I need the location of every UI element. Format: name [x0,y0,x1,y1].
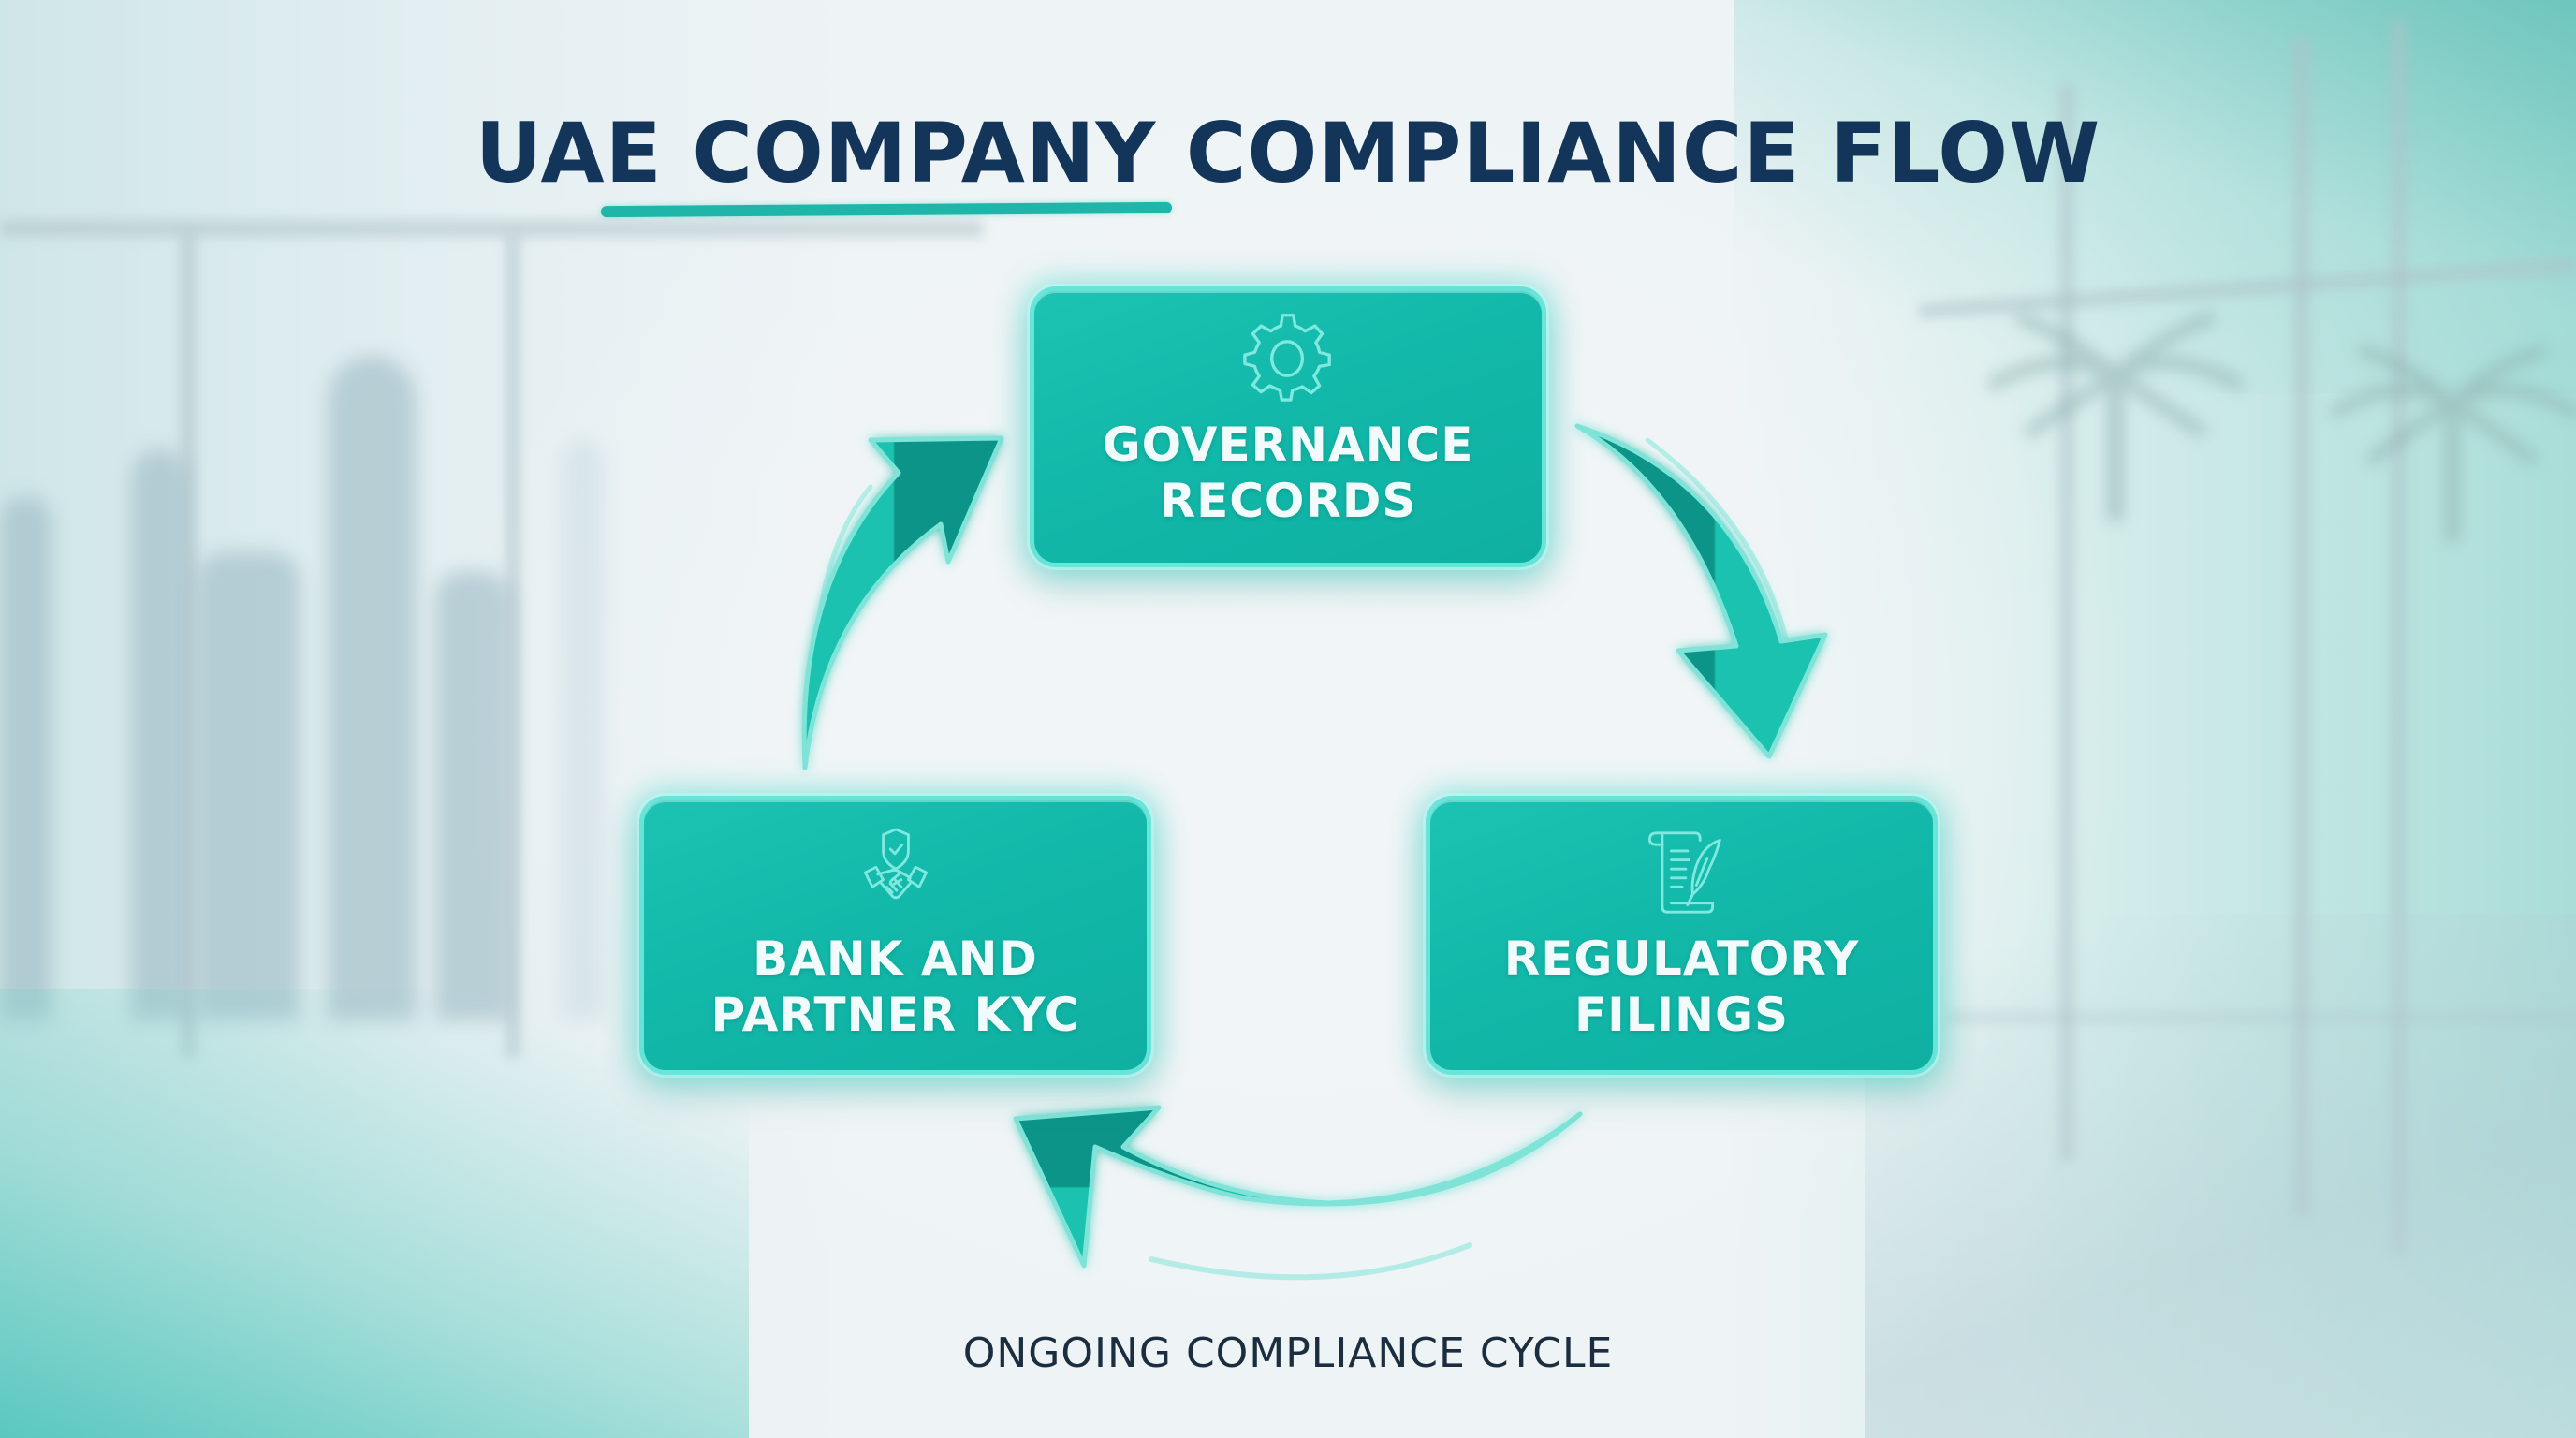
stage-box-bank-partner-kyc[interactable]: BANK AND PARTNER KYC [639,796,1151,1075]
arrow-governance-to-regulatory [1574,423,1828,759]
skyline-building [197,552,300,1020]
gear-icon [1243,314,1333,404]
stage-label-line-2: FILINGS [1573,988,1790,1042]
stage-label-line-1: BANK AND [753,932,1038,986]
cycle-caption: ONGOING COMPLIANCE CYCLE [962,1329,1614,1377]
background-floor-right [1865,914,2576,1438]
arrow-motion-trail [1149,1242,1472,1281]
skyline-building-tower [328,356,417,1020]
skyline-building [131,449,187,1020]
window-frame-horizontal-left [0,220,983,237]
arrow-regulatory-to-bank [1013,1105,1583,1281]
skyline-building [562,440,604,1020]
palm-tree-blurred [1987,312,2244,523]
stage-label-line-1: GOVERNANCE [1102,418,1474,472]
page-title: UAE COMPANY COMPLIANCE FLOW [475,105,2101,201]
window-mullion-right-1 [2059,84,2074,1161]
stage-box-governance-records[interactable]: GOVERNANCE RECORDS [1030,286,1546,567]
palm-tree-blurred [2329,345,2576,543]
arrow-body [1013,1105,1583,1269]
stage-box-regulatory-filings[interactable]: REGULATORY FILINGS [1426,796,1938,1075]
stage-label-line-2: RECORDS [1159,474,1417,528]
background-teal-glass-top-right [1734,0,2576,393]
skyline-building [435,571,510,1020]
shield-handshake-icon [851,828,941,917]
arrow-body [1574,423,1828,759]
skyline-building [0,496,51,1020]
scroll-quill-icon [1637,828,1727,917]
background-teal-floor-left [0,989,749,1438]
stage-label-line-1: REGULATORY [1503,932,1860,986]
arrow-bank-to-governance [801,435,1004,770]
stage-label-line-2: PARTNER KYC [710,988,1080,1042]
arrow-motion-trail [1645,437,1791,649]
arrow-body [801,435,1004,770]
